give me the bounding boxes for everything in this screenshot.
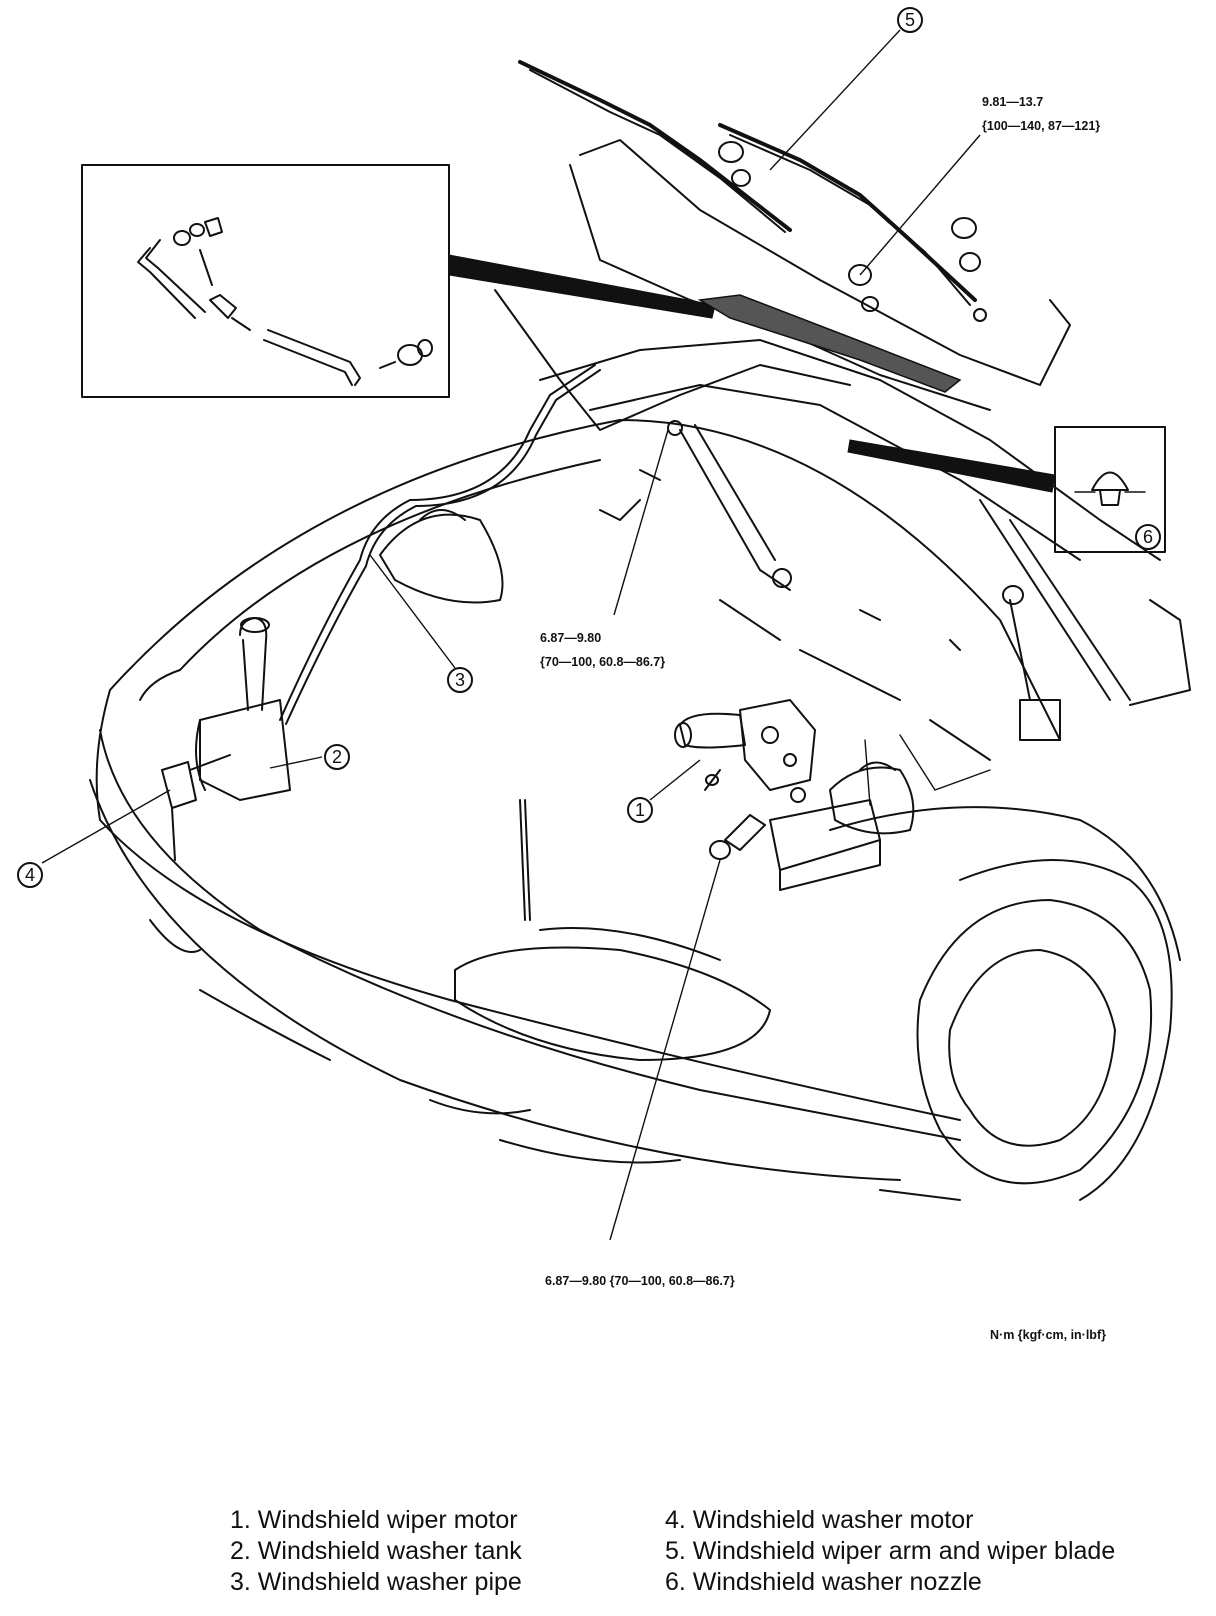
callout-5: 5 xyxy=(897,7,923,33)
svg-text:4: 4 xyxy=(25,865,35,885)
leader-2 xyxy=(269,756,323,769)
nozzle-detail-box xyxy=(1054,426,1166,553)
parts-legend: 1. Windshield wiper motor 2. Windshield … xyxy=(0,1505,1216,1613)
washer-tank xyxy=(195,617,291,801)
leader-wiper-link-torque xyxy=(613,429,669,616)
leader-3 xyxy=(369,554,456,669)
legend-item: 5. Windshield wiper arm and wiper blade xyxy=(665,1537,1116,1565)
svg-text:1: 1 xyxy=(635,800,645,820)
washer-motor xyxy=(161,754,231,861)
legend-item: 1. Windshield wiper motor xyxy=(230,1506,518,1534)
torque-motor-bolt: 6.87—9.80 {70—100, 60.8—86.7} xyxy=(545,1274,735,1288)
callout-4: 4 xyxy=(17,862,43,888)
leader-4 xyxy=(41,789,171,864)
torque-wiper-link-line2: {70—100, 60.8—86.7} xyxy=(540,655,665,669)
callout-3: 3 xyxy=(447,667,473,693)
svg-text:3: 3 xyxy=(455,670,465,690)
callout-2: 2 xyxy=(324,744,350,770)
hose-detail-inset xyxy=(81,164,450,398)
torque-cowl-line1: 9.81—13.7 xyxy=(982,95,1043,109)
car-body xyxy=(89,289,1191,1201)
legend-item: 3. Windshield washer pipe xyxy=(230,1568,522,1596)
nozzle-pointer-band xyxy=(847,439,1056,493)
svg-text:6: 6 xyxy=(1143,527,1153,547)
leader-5 xyxy=(769,29,901,171)
torque-cowl-line2: {100—140, 87—121} xyxy=(982,119,1100,133)
svg-text:5: 5 xyxy=(905,10,915,30)
torque-units: N·m {kgf·cm, in·lbf} xyxy=(990,1328,1106,1342)
svg-text:2: 2 xyxy=(332,747,342,767)
callout-6: 6 xyxy=(1135,524,1161,550)
legend-left-column: 1. Windshield wiper motor 2. Windshield … xyxy=(230,1505,522,1598)
leader-cowl-torque xyxy=(859,134,981,276)
legend-item: 2. Windshield washer tank xyxy=(230,1537,522,1565)
legend-right-column: 4. Windshield washer motor 5. Windshield… xyxy=(665,1505,1115,1598)
cowl-and-wiper-arms xyxy=(518,60,1071,411)
leader-motor-bolt-torque xyxy=(609,859,721,1241)
torque-wiper-link-line1: 6.87—9.80 xyxy=(540,631,601,645)
legend-item: 4. Windshield washer motor xyxy=(665,1506,974,1534)
leader-1 xyxy=(649,759,701,801)
wiper-motor xyxy=(674,699,816,860)
legend-item: 6. Windshield washer nozzle xyxy=(665,1568,982,1596)
inset-pointer-band xyxy=(448,254,716,319)
callout-1: 1 xyxy=(627,797,653,823)
